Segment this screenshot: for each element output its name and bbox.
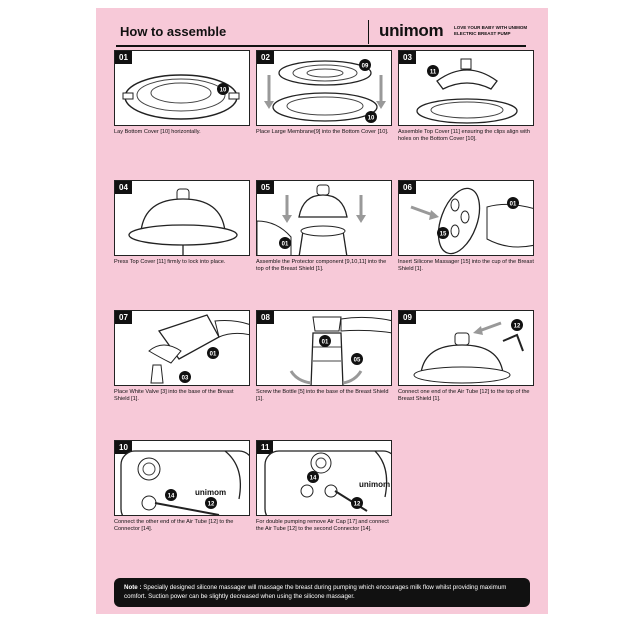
- step-07: 07 01 03 Place White Valve [3] into the …: [114, 310, 250, 403]
- step-11: 11 unimom 14 12 For double pumping remov…: [256, 440, 392, 533]
- step-10: 10 unimom 14 12 Connect the other end of…: [114, 440, 250, 533]
- membrane-illustration: 09 10: [264, 59, 386, 123]
- connector-illustration: unimom 14 12: [120, 450, 249, 515]
- note-label: Note :: [124, 584, 142, 591]
- step-illustration: 10 unimom 14 12: [114, 440, 250, 516]
- svg-text:01: 01: [210, 352, 217, 358]
- step-number: 03: [399, 51, 416, 64]
- svg-text:12: 12: [514, 324, 521, 330]
- step-caption: Screw the Bottle [5] into the base of th…: [256, 389, 389, 402]
- svg-text:12: 12: [354, 502, 361, 508]
- step-caption: For double pumping remove Air Cap [17] a…: [256, 519, 389, 532]
- callout: 10: [220, 88, 227, 94]
- air-tube-illustration: 12: [413, 319, 524, 384]
- svg-text:01: 01: [510, 202, 517, 208]
- step-caption: Assemble Top Cover [11] ensuring the cli…: [398, 129, 530, 142]
- note-box: Note : Specially designed silicone massa…: [114, 578, 530, 607]
- step-08: 08 01 05 Screw the Bottle [5] into the b…: [256, 310, 392, 403]
- protector-illustration: 01: [257, 184, 366, 255]
- step-caption: Assemble the Protector component [9,10,1…: [256, 259, 387, 272]
- bottom-cover-illustration: 10: [122, 74, 240, 120]
- step-illustration: 06 01 15: [398, 180, 534, 256]
- step-illustration: 11 unimom 14 12: [256, 440, 392, 516]
- step-04: 04 Press Top Cover [11] firmly to lock i…: [114, 180, 250, 266]
- device-logo: unimom: [359, 480, 390, 489]
- device-logo: unimom: [195, 488, 226, 497]
- step-illustration: 01 10: [114, 50, 250, 126]
- step-illustration: 08 01 05: [256, 310, 392, 386]
- step-illustration: 02 09 10: [256, 50, 392, 126]
- header-separator: [368, 20, 369, 44]
- step-06: 06 01 15 Insert Silicone Massager [15] i…: [398, 180, 534, 273]
- bottle-illustration: 01 05: [289, 316, 391, 385]
- locked-cover-illustration: [128, 188, 238, 255]
- brand-logo: unimom: [379, 21, 444, 40]
- step-caption: Insert Silicone Massager [15] into the c…: [398, 259, 534, 272]
- step-number: 06: [399, 181, 416, 194]
- step-number: 02: [257, 51, 274, 64]
- svg-text:01: 01: [282, 242, 289, 248]
- svg-text:15: 15: [440, 232, 447, 238]
- step-caption: Connect one end of the Air Tube [12] to …: [398, 389, 530, 402]
- step-number: 09: [399, 311, 416, 324]
- brand-tagline: LOVE YOUR BABY WITH UNIMOM ELECTRIC BREA…: [454, 25, 528, 36]
- svg-text:05: 05: [354, 358, 361, 364]
- svg-text:14: 14: [168, 494, 175, 500]
- top-cover-illustration: 11: [416, 58, 518, 124]
- step-01: 01 10 Lay Bottom Cover [10] horizontally…: [114, 50, 250, 136]
- step-number: 10: [115, 441, 132, 454]
- header-rule: [116, 45, 526, 47]
- svg-text:01: 01: [322, 340, 329, 346]
- manual-page: How to assemble unimom LOVE YOUR BABY WI…: [96, 8, 548, 614]
- step-illustration: 07 01 03: [114, 310, 250, 386]
- step-05: 05 01 Assemble the Protector component […: [256, 180, 392, 273]
- step-number: 01: [115, 51, 132, 64]
- step-number: 05: [257, 181, 274, 194]
- massager-illustration: 01 15: [410, 187, 533, 255]
- step-illustration: 05 01: [256, 180, 392, 256]
- step-09: 09 12 Connect one end of the Air Tube [1…: [398, 310, 534, 403]
- step-caption: Place Large Membrane[9] into the Bottom …: [256, 129, 389, 135]
- step-illustration: 09 12: [398, 310, 534, 386]
- step-caption: Connect the other end of the Air Tube [1…: [114, 519, 234, 532]
- svg-text:10: 10: [368, 116, 375, 122]
- step-number: 11: [257, 441, 274, 454]
- note-text: Specially designed silicone massager wil…: [124, 584, 507, 600]
- step-03: 03 11 Assemble Top Cover [11] ensuring t…: [398, 50, 534, 143]
- step-02: 02 09 10 Place Large Membrane[9] into th…: [256, 50, 392, 136]
- step-number: 08: [257, 311, 274, 324]
- svg-text:12: 12: [208, 502, 215, 508]
- svg-text:11: 11: [430, 70, 437, 76]
- step-caption: Lay Bottom Cover [10] horizontally.: [114, 129, 201, 135]
- step-caption: Place White Valve [3] into the base of t…: [114, 389, 234, 402]
- step-number: 07: [115, 311, 132, 324]
- double-pump-illustration: unimom 14 12: [264, 450, 391, 515]
- svg-text:03: 03: [182, 376, 189, 382]
- svg-text:09: 09: [362, 64, 369, 70]
- page-title: How to assemble: [120, 24, 227, 39]
- svg-text:14: 14: [310, 476, 317, 482]
- step-caption: Press Top Cover [11] firmly to lock into…: [114, 259, 226, 265]
- valve-illustration: 01 03: [148, 314, 249, 384]
- step-number: 04: [115, 181, 132, 194]
- step-illustration: 04: [114, 180, 250, 256]
- step-illustration: 03 11: [398, 50, 534, 126]
